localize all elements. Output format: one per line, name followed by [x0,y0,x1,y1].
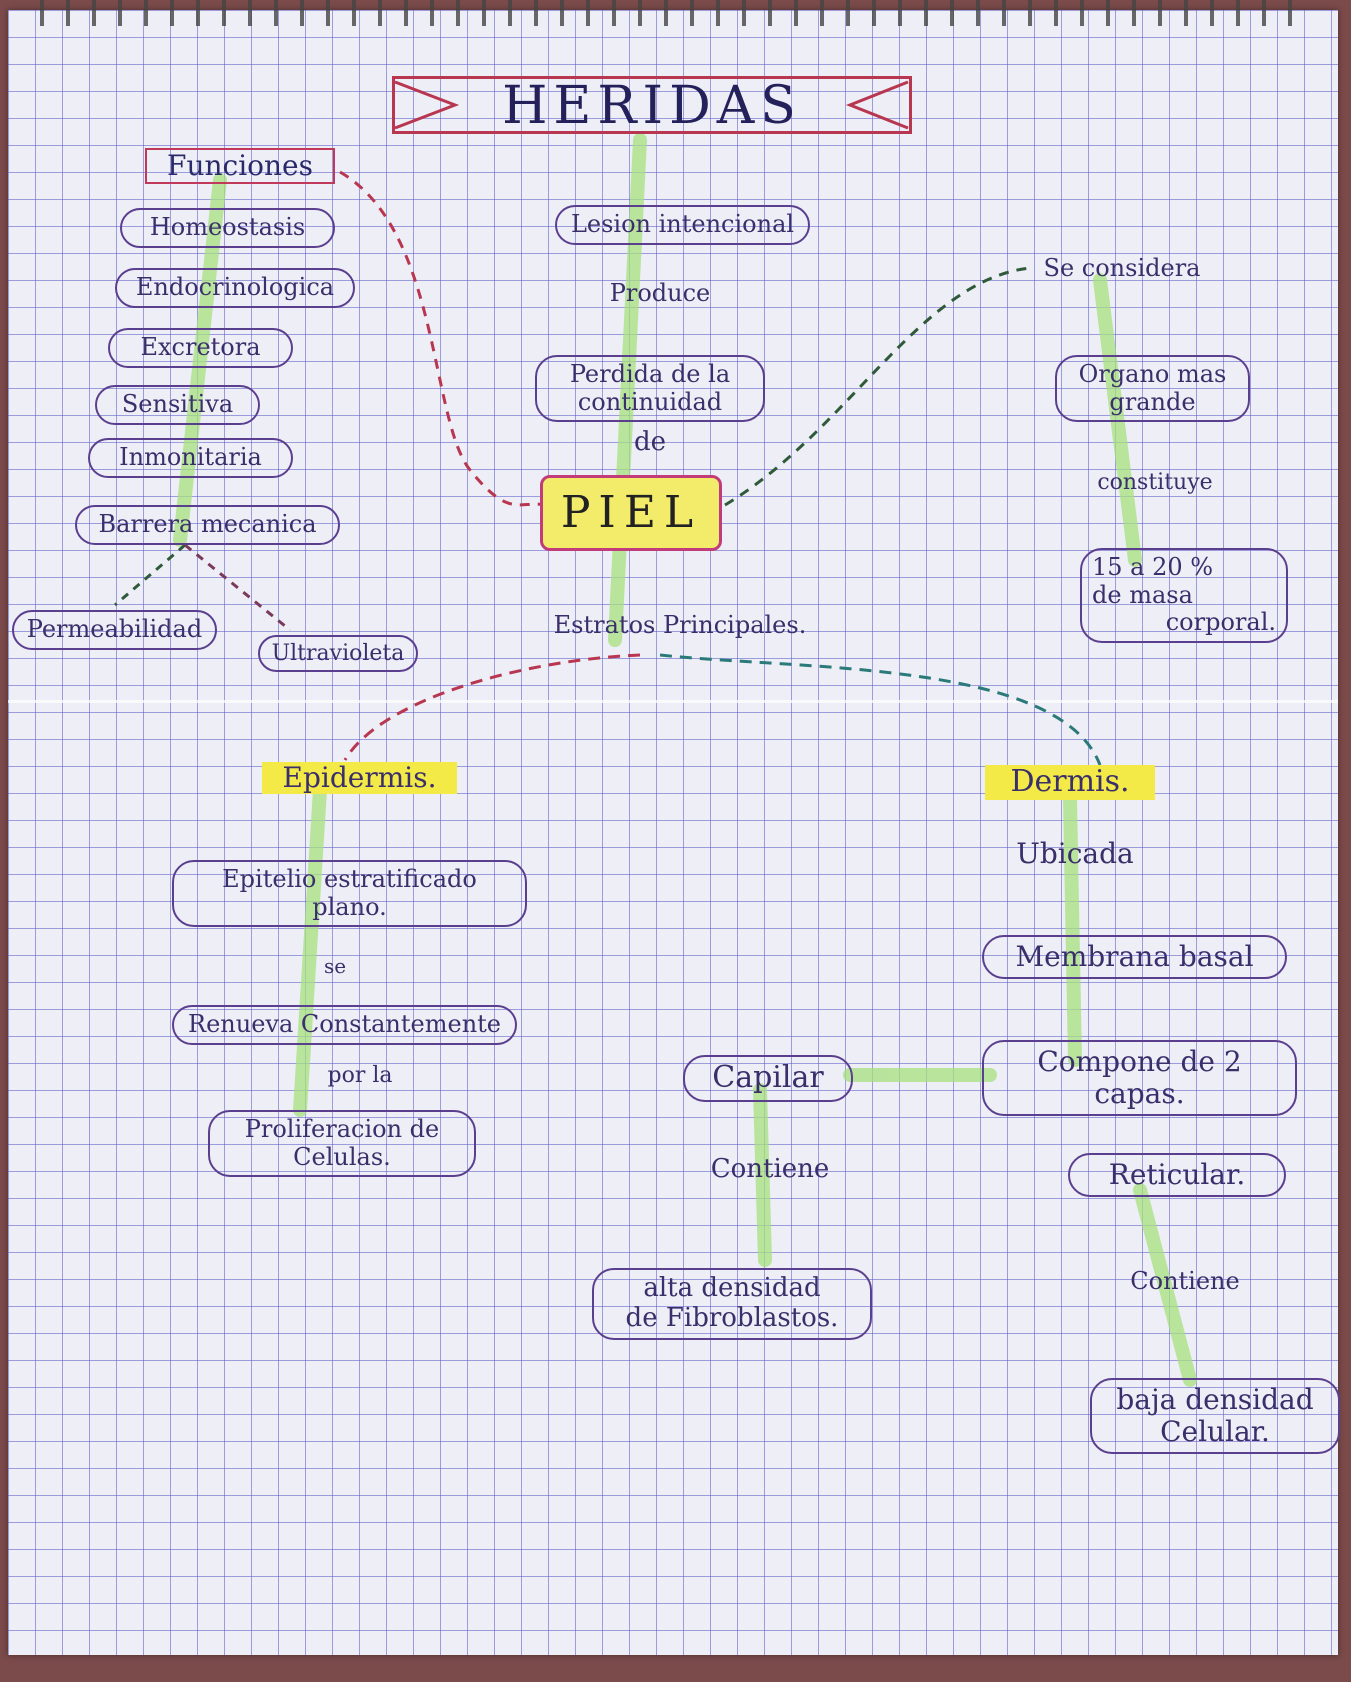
node-membrana: Membrana basal [982,935,1287,980]
node-constituye: constituye [1097,470,1213,495]
node-piel: PIEL [540,475,722,551]
node-produce: Produce [609,279,711,307]
trunk-epidermis [293,783,327,1117]
dash-barrera-ultravioleta [184,543,291,632]
node-alta-line2: de Fibroblastos. [625,1302,839,1333]
node-perdida-line1: Perdida de la [569,360,731,388]
spiral-binding [40,0,1300,26]
trunk-funciones [173,173,227,547]
node-compone-line2: capas. [1094,1077,1185,1111]
dash-barrera-permeabilidad [114,543,186,607]
node-proliferacion-line1: Proliferacion de [244,1115,440,1143]
node-ultravioleta: Ultravioleta [258,635,418,673]
node-barrera: Barrera mecanica [75,505,340,545]
node-epitelio: Epitelio estratificado plano. [172,860,527,928]
node-organo-line1: Organo mas [1078,360,1227,388]
trunk-right [1093,273,1142,567]
node-capilar: Capilar [683,1055,853,1102]
node-alta-densidad: alta densidad de Fibroblastos. [592,1268,872,1340]
title-chevron-left [394,80,460,130]
node-ubicada: Ubicada [1016,837,1134,870]
node-reticular: Reticular. [1068,1153,1286,1198]
trunk-center [608,133,647,647]
node-baja-densidad: baja densidad Celular. [1090,1378,1340,1455]
node-renueva: Renueva Constantemente [172,1005,517,1045]
node-perdida-line2: continuidad [577,387,723,416]
node-organo-line2: grande [1109,387,1196,416]
node-se: se [323,954,347,978]
node-masa-line1: 15 a 20 % [1092,553,1214,581]
node-inmonitaria: Inmonitaria [88,438,293,478]
notebook-sheet [8,10,1338,1655]
node-epidermis: Epidermis. [262,761,457,795]
node-contiene-capilar: Contiene [710,1154,830,1184]
node-epitelio-line1: Epitelio estratificado [222,865,477,893]
dash-piel-considera [724,266,1031,507]
trunk-capilar [753,1083,772,1267]
node-organo: Organo mas grande [1055,355,1250,423]
node-compone: Compone de 2 capas. [982,1040,1297,1117]
page-fold [8,700,1338,703]
node-homeostasis: Homeostasis [120,208,335,248]
trunk-dermis [1063,793,1082,1067]
node-masa: 15 a 20 % de masa corporal. [1080,548,1288,643]
node-estratos: Estratos Principales. [553,611,807,639]
node-de: de [633,427,667,457]
node-proliferacion: Proliferacion de Celulas. [208,1110,476,1178]
node-perdida: Perdida de la continuidad [535,355,765,423]
node-considera: Se considera [1043,254,1201,282]
dash-estratos-epidermis [343,653,641,761]
node-compone-line1: Compone de 2 [1037,1045,1242,1078]
dash-estratos-dermis [659,653,1102,766]
node-masa-line3: corporal. [1165,608,1276,637]
node-baja-line1: baja densidad [1116,1383,1314,1416]
trunk-reticular [1133,1183,1197,1387]
node-excretora: Excretora [108,328,293,368]
page-title: HERIDAS [392,76,912,134]
node-baja-line2: Celular. [1160,1415,1270,1449]
node-alta-line1: alta densidad [643,1273,821,1303]
node-proliferacion-line2: Celulas. [293,1142,391,1171]
node-por-la: por la [327,1063,393,1088]
dash-funciones-piel [339,170,546,507]
node-endocrinologica: Endocrinologica [115,268,355,308]
node-dermis: Dermis. [985,764,1155,800]
node-sensitiva: Sensitiva [95,385,260,425]
node-epitelio-line2: plano. [312,892,387,921]
node-contiene-reticular: Contiene [1130,1267,1240,1295]
node-funciones: Funciones [145,148,335,184]
node-lesion: Lesion intencional [555,205,810,245]
node-masa-line2: de masa [1092,580,1193,609]
node-permeabilidad: Permeabilidad [12,610,217,650]
title-chevron-right [845,80,909,130]
